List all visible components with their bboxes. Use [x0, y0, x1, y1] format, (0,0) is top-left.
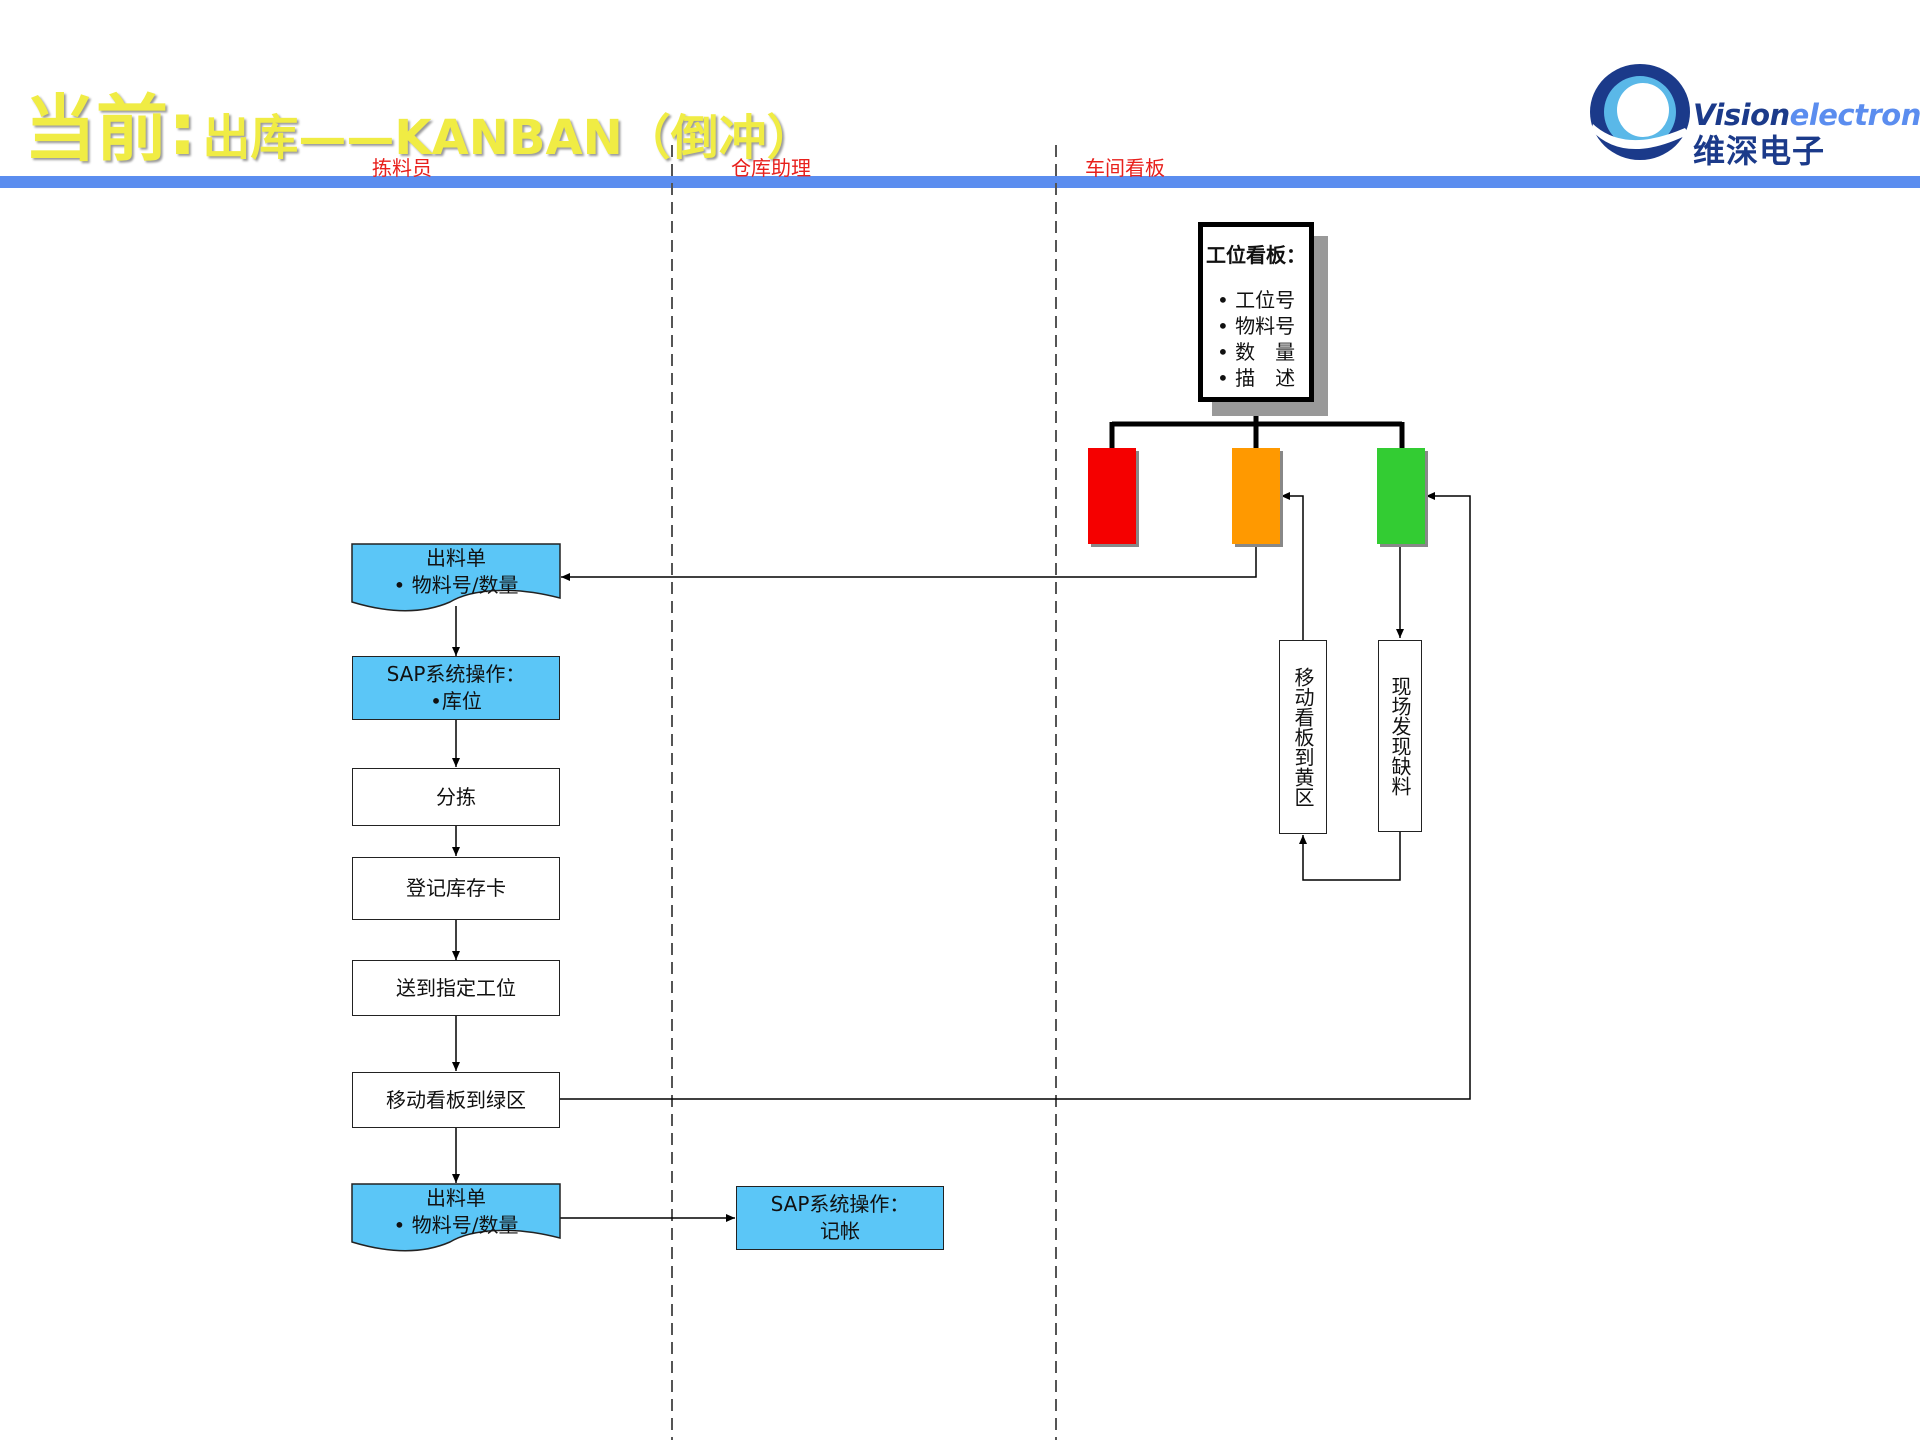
- move-kanban-green-step: 移动看板到绿区: [352, 1072, 560, 1128]
- arrow-yellow-to-orange: [1281, 492, 1304, 640]
- sorting-step: 分拣: [352, 768, 560, 826]
- logo-text-cn: 维深电子: [1693, 132, 1826, 170]
- move-kanban-green-label: 移动看板到绿区: [386, 1087, 526, 1112]
- issue-slip-2-detail: • 物料号/数量: [393, 1213, 519, 1237]
- deliver-to-station-step: 送到指定工位: [352, 960, 560, 1016]
- header-divider-bar: [0, 176, 1920, 188]
- arrow-orange-to-slip: [561, 544, 1257, 581]
- issue-slip-2-title: 出料单: [426, 1186, 486, 1210]
- sap-posting-step: SAP系统操作： 记帐: [736, 1186, 944, 1250]
- sap-posting-title: SAP系统操作：: [770, 1192, 910, 1216]
- title-main: 当前:: [24, 87, 197, 171]
- board-item: 数 量: [1217, 339, 1295, 365]
- board-tree-connector: [1109, 402, 1405, 448]
- kanban-card-red: [1088, 448, 1136, 544]
- issue-slip-1-detail: • 物料号/数量: [393, 573, 519, 597]
- board-title: 工位看板：: [1206, 243, 1306, 267]
- issue-slip-1-title: 出料单: [426, 546, 486, 570]
- shortage-found-step: 现场发现缺料: [1378, 640, 1422, 832]
- board-items: 工位号 物料号 数 量 描 述: [1217, 287, 1295, 391]
- board-item: 物料号: [1217, 313, 1295, 339]
- company-logo: Visionelectron 维深电子: [1585, 58, 1920, 170]
- lane-label-workshop-kanban: 车间看板: [1085, 156, 1165, 180]
- shortage-found-label: 现场发现缺料: [1388, 676, 1412, 796]
- kanban-card-green: [1377, 448, 1425, 544]
- issue-slip-2-shape: [351, 1183, 561, 1252]
- lane-label-warehouse-assistant: 仓库助理: [731, 156, 811, 180]
- board-item: 工位号: [1217, 287, 1295, 313]
- issue-slip-1: 出料单 • 物料号/数量: [352, 544, 560, 600]
- sap-location-title: SAP系统操作：: [386, 662, 526, 686]
- arrow-shortage-to-yellow: [1299, 832, 1401, 881]
- issue-slip-1-shape: [351, 543, 561, 612]
- register-stock-card-step: 登记库存卡: [352, 857, 560, 920]
- workstation-kanban-board: 工位看板： 工位号 物料号 数 量 描 述: [1198, 222, 1314, 402]
- sap-location-detail: •库位: [430, 689, 482, 713]
- arrow-move-to-green: [560, 492, 1471, 1100]
- logo-ring-icon: [1590, 64, 1690, 160]
- sorting-label: 分拣: [436, 784, 476, 809]
- deliver-to-station-label: 送到指定工位: [396, 975, 516, 1000]
- sap-posting-detail: 记帐: [820, 1219, 860, 1243]
- title-sub: 出库——KANBAN（倒冲）: [202, 110, 815, 166]
- sap-location-step: SAP系统操作： •库位: [352, 656, 560, 720]
- kanban-card-orange: [1232, 448, 1280, 544]
- logo-text-en: Visionelectron: [1693, 98, 1920, 132]
- page-title: 当前: 出库——KANBAN（倒冲）: [24, 70, 815, 171]
- register-stock-card-label: 登记库存卡: [406, 876, 506, 900]
- lane-label-picker: 拣料员: [372, 156, 432, 180]
- move-kanban-yellow-label: 移动看板到黄区: [1291, 667, 1315, 807]
- board-item: 描 述: [1217, 365, 1295, 391]
- issue-slip-2: 出料单 • 物料号/数量: [352, 1184, 560, 1240]
- move-kanban-yellow-step: 移动看板到黄区: [1279, 640, 1327, 834]
